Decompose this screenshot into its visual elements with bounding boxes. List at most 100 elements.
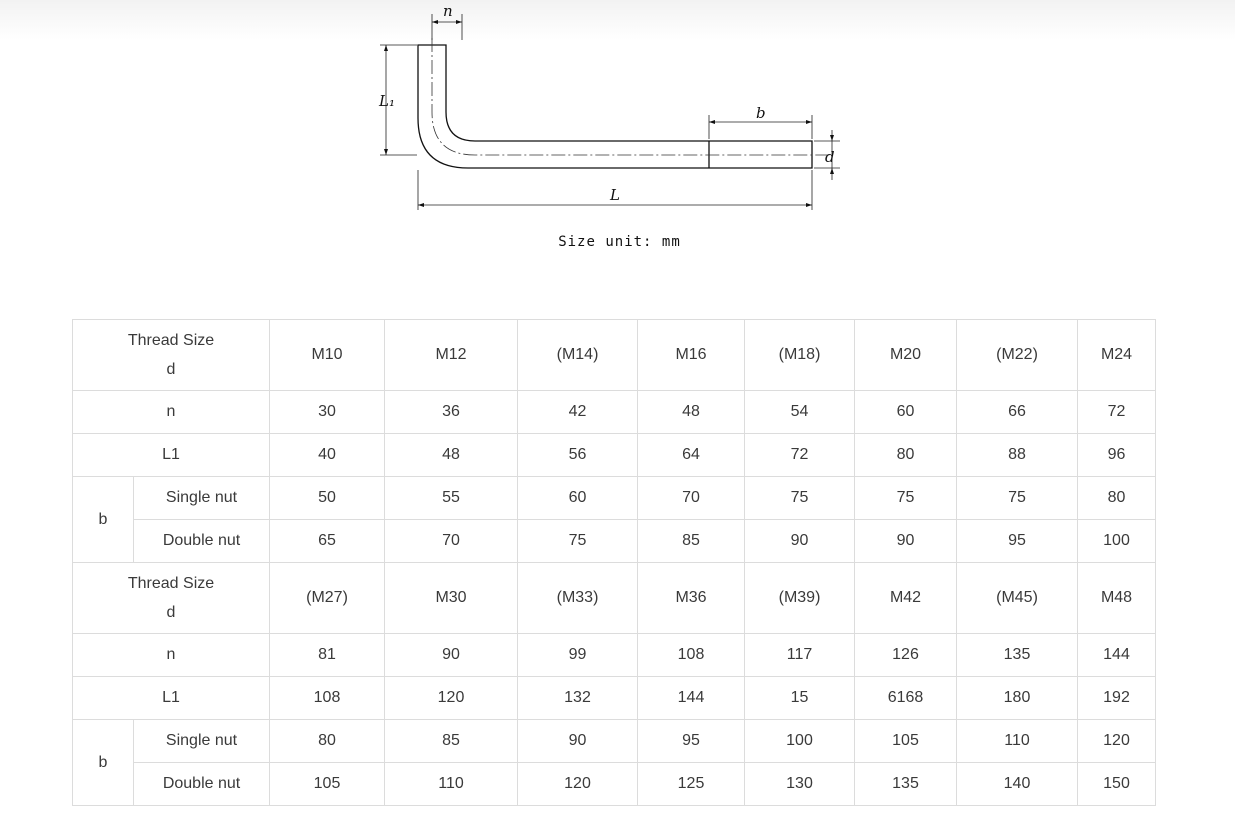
single-nut-cell: 55 [384,476,519,520]
n-row-cell: 126 [854,633,958,677]
thread-size-cell: (M45) [956,562,1079,634]
n-row-cell: 66 [956,390,1079,434]
l1-row-cell: 132 [517,676,639,720]
thread-size-cell: M20 [854,319,958,391]
label-n: n [443,2,453,20]
l1-row-cell: 120 [384,676,519,720]
single-nut-label: Single nut [132,719,271,763]
thread-size-header: Thread Size d [71,319,271,391]
double-nut-cell: 65 [269,519,386,563]
double-nut-cell: 105 [269,762,386,806]
b-label: b [72,476,134,563]
n-row-cell: 30 [269,390,386,434]
single-nut-cell: 85 [384,719,519,763]
thread-size-cell: (M22) [956,319,1079,391]
single-nut-cell: 50 [269,476,386,520]
l1-row-label: L1 [71,676,271,720]
double-nut-cell: 135 [854,762,958,806]
label-d: d [825,148,835,166]
l1-row-cell: 40 [269,433,386,477]
l1-row-cell: 6168 [854,676,958,720]
l1-row-cell: 144 [637,676,746,720]
l1-row-cell: 96 [1077,433,1157,477]
bolt-outline [417,44,813,169]
l1-row-cell: 64 [637,433,746,477]
l1-row-cell: 88 [956,433,1079,477]
l1-row-cell: 80 [854,433,958,477]
double-nut-cell: 120 [517,762,639,806]
n-row-cell: 144 [1077,633,1157,677]
double-nut-cell: 70 [384,519,519,563]
thread-size-cell: M48 [1077,562,1157,634]
thread-size-cell: (M33) [517,562,639,634]
double-nut-cell: 95 [956,519,1079,563]
thread-size-cell: (M14) [517,319,639,391]
thread-size-label: Thread Size [127,575,215,592]
top-shade [0,0,1235,40]
n-row-cell: 48 [637,390,746,434]
n-row-cell: 135 [956,633,1079,677]
n-row-cell: 117 [744,633,856,677]
single-nut-cell: 75 [956,476,1079,520]
l1-row-cell: 56 [517,433,639,477]
thread-size-cell: M30 [384,562,519,634]
n-row-label: n [71,633,271,677]
thread-size-cell: (M39) [744,562,856,634]
single-nut-cell: 120 [1077,719,1157,763]
double-nut-cell: 90 [854,519,958,563]
single-nut-cell: 110 [956,719,1079,763]
thread-size-cell: M16 [637,319,746,391]
thread-size-cell: M42 [854,562,958,634]
l1-row-cell: 180 [956,676,1079,720]
l-bolt-drawing: n L₁ b d L [378,2,840,210]
thread-size-cell: M10 [269,319,386,391]
n-row-label: n [71,390,271,434]
thread-size-cell: M36 [637,562,746,634]
double-nut-cell: 85 [637,519,746,563]
n-row-cell: 42 [517,390,639,434]
label-L1: L₁ [378,92,395,110]
thread-size-cell: (M27) [269,562,386,634]
thread-size-label: Thread Size [127,332,215,349]
single-nut-cell: 80 [269,719,386,763]
n-row-cell: 60 [854,390,958,434]
center-line [431,38,830,156]
double-nut-cell: 130 [744,762,856,806]
thread-size-cell: (M18) [744,319,856,391]
l1-row-cell: 192 [1077,676,1157,720]
double-nut-cell: 100 [1077,519,1157,563]
l1-row-cell: 72 [744,433,856,477]
l1-row-label: L1 [71,433,271,477]
double-nut-cell: 90 [744,519,856,563]
n-row-cell: 108 [637,633,746,677]
n-row-cell: 81 [269,633,386,677]
single-nut-cell: 90 [517,719,639,763]
thread-size-row: Thread Size d (M27)M30(M33)M36(M39)M42(M45… [71,562,1157,634]
n-row-cell: 90 [384,633,519,677]
thread-size-cell: M12 [384,319,519,391]
single-nut-cell: 75 [744,476,856,520]
n-row-cell: 72 [1077,390,1157,434]
single-nut-cell: 105 [854,719,958,763]
thread-size-sub: d [166,604,176,621]
double-nut-label: Double nut [132,762,271,806]
size-unit-caption: Size unit: mm [558,234,681,250]
label-L: L [609,186,620,204]
n-row-cell: 54 [744,390,856,434]
double-nut-cell: 110 [384,762,519,806]
thread-size-sub: d [166,361,176,378]
thread-size-header: Thread Size d [71,562,271,634]
thread-size-cell: M24 [1077,319,1157,391]
l1-row-cell: 48 [384,433,519,477]
single-nut-cell: 80 [1077,476,1157,520]
label-b: b [756,104,766,122]
